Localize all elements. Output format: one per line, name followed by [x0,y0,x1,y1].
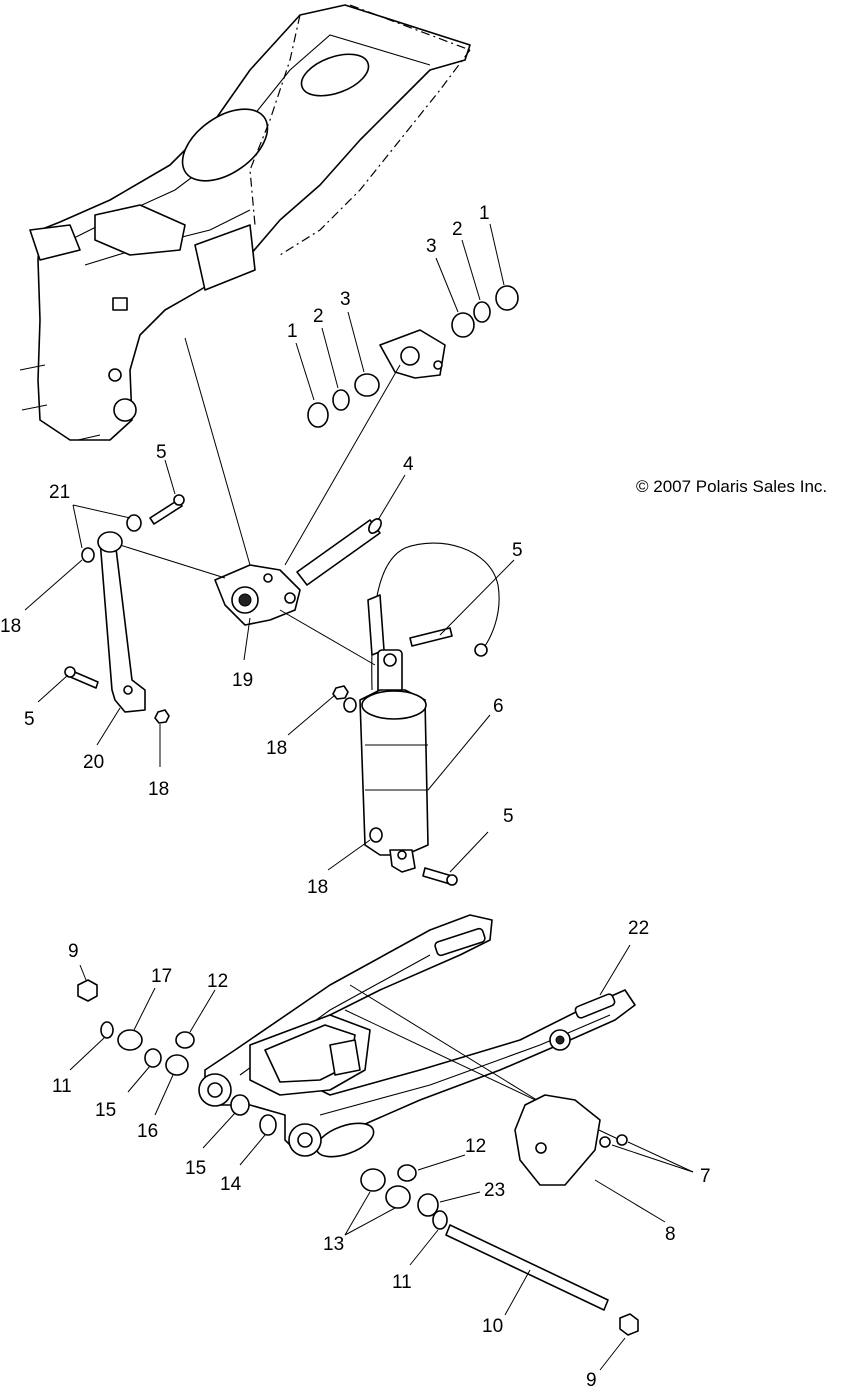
callout-6: 6 [493,696,504,717]
pivot-bolt-10 [445,1224,609,1311]
nut-9-left [77,979,98,1002]
callout-22: 22 [628,918,649,939]
callout-2: 2 [452,219,463,240]
callout-5: 5 [24,709,35,730]
callout-9: 9 [586,1370,597,1386]
callout-3: 3 [426,236,437,257]
callout-18: 18 [307,877,328,898]
callout-20: 20 [83,752,104,773]
copyright-notice: © 2007 Polaris Sales Inc. [636,477,827,496]
callout-15: 15 [185,1158,206,1179]
callout-18: 18 [148,779,169,800]
callout-21: 21 [49,482,70,503]
nut-18-shock [332,685,349,700]
bushing-16 [165,1054,189,1076]
callout-10: 10 [482,1316,503,1337]
callout-5: 5 [512,540,523,561]
callout-5: 5 [503,806,514,827]
washer-2-right [473,301,491,323]
nut-18-link [154,709,170,724]
callout-labels: 1 2 3 3 2 1 4 5 5 5 5 6 7 8 9 9 10 11 11… [0,203,711,1386]
callout-11: 11 [392,1272,412,1293]
washer-2-left [332,389,350,411]
swingarm [198,914,636,1158]
bearing-13-a [360,1168,386,1192]
bolt-5-shock-top [409,627,453,647]
seal-15-right [230,1094,250,1116]
screw-7-b [616,1134,628,1146]
bushing-17 [117,1029,143,1051]
bushing-3-left [354,373,380,397]
bushing-1-right [495,285,519,311]
screw-7-a [599,1136,611,1148]
callout-11: 11 [52,1076,72,1097]
bearing-14 [259,1114,277,1136]
bushing-set-upper [307,285,519,428]
shock-absorber-6 [343,542,500,873]
callout-12: 12 [465,1136,486,1157]
callout-3: 3 [340,289,351,310]
callout-8: 8 [665,1224,676,1245]
callout-17: 17 [151,966,172,987]
callout-2: 2 [313,306,324,327]
bearing-13-b [385,1185,411,1209]
callout-1: 1 [479,203,490,224]
callout-1: 1 [287,321,298,342]
link-bushing-21 [97,531,123,553]
chain-guard-8 [514,1094,601,1186]
callout-23: 23 [484,1180,505,1201]
callout-18: 18 [0,616,21,637]
callout-14: 14 [220,1174,242,1195]
bushing-1-left [307,402,329,428]
callout-16: 16 [137,1121,158,1142]
callout-18: 18 [266,738,287,759]
callout-12: 12 [207,971,228,992]
nut-18-shock-bottom [369,827,383,843]
callout-5: 5 [156,442,167,463]
collar-12-left [175,1031,195,1049]
collar-12-right [397,1164,417,1182]
nut-9-right [619,1313,639,1336]
rocker-19 [214,564,301,626]
link-20 [97,531,146,713]
callout-19: 19 [232,670,253,691]
bushing-3-right [451,312,475,338]
callout-7: 7 [700,1166,711,1187]
nut-18-left [81,547,95,563]
callout-15: 15 [95,1100,116,1121]
callout-13: 13 [323,1234,344,1255]
callout-4: 4 [403,454,414,475]
leader-lines [24,223,694,1371]
washer-11-right [432,1210,448,1230]
collar-21 [126,514,142,532]
bolt-5-upper [149,499,183,525]
sleeve-4 [296,518,382,586]
seal-15-left [144,1048,162,1068]
frame [19,4,471,566]
washer-11-left [100,1021,114,1039]
circlip-23 [417,1193,439,1217]
callout-9: 9 [68,941,79,962]
